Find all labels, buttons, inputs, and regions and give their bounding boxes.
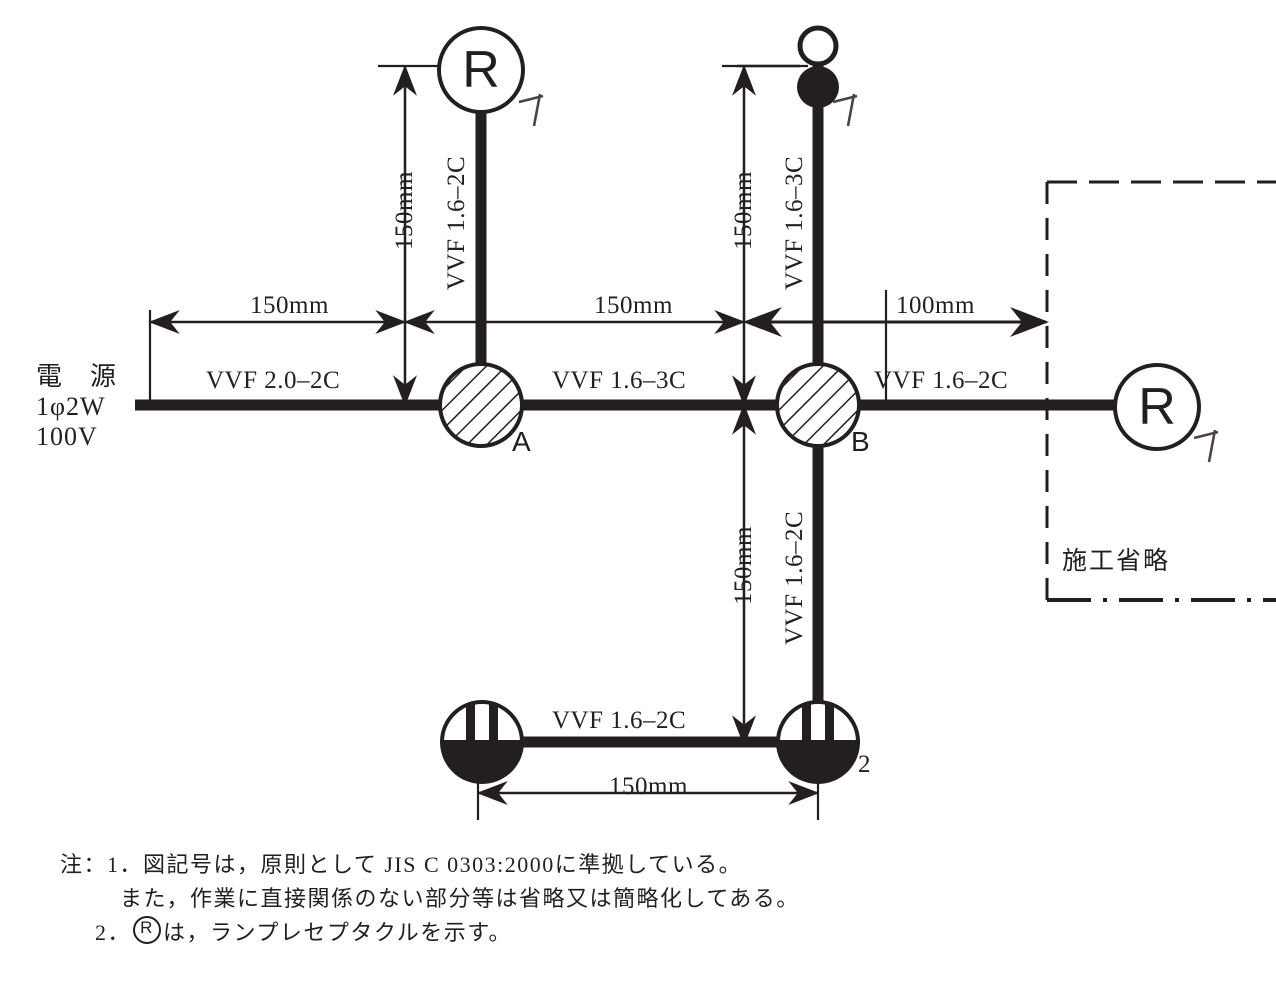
cable-label-up-left: VVF 1.6–2C bbox=[443, 155, 470, 290]
dimension-label-top-right: 100mm bbox=[896, 292, 975, 319]
cable-label-up-right: VVF 1.6–3C bbox=[781, 155, 808, 290]
omitted-area-boundary bbox=[1045, 180, 1276, 602]
dimension-label-vert-right: 150mm bbox=[730, 171, 757, 250]
dimension-label-bottom: 150mm bbox=[609, 773, 688, 800]
dimension-label-top-middle: 150mm bbox=[594, 292, 673, 319]
outlet-right-icon[interactable] bbox=[775, 700, 861, 784]
source-label-line3: 100V bbox=[36, 422, 98, 451]
omitted-area-label: 施工省略 bbox=[1062, 548, 1171, 575]
note-2-text: は，ランプレセプタクルを示す。 bbox=[163, 920, 512, 945]
outlet-left-icon[interactable] bbox=[439, 700, 525, 784]
lamp-receptacle-top-icon[interactable]: R bbox=[437, 26, 525, 114]
notes-heading: 注： bbox=[60, 852, 108, 877]
junction-box-b-label: B bbox=[851, 426, 870, 457]
dimension-label-top-left: 150mm bbox=[250, 292, 329, 319]
svg-text:R: R bbox=[1138, 378, 1176, 436]
note-1-line-1: 図記号は，原則として JIS C 0303:2000に準拠している。 bbox=[143, 852, 743, 877]
cable-label-down-right: VVF 1.6–2C bbox=[781, 510, 808, 645]
lamp-receptacle-inline-icon: R bbox=[133, 916, 162, 944]
cable-runs bbox=[135, 60, 1130, 760]
switch-top-icon[interactable] bbox=[737, 25, 839, 108]
dimension-arrows bbox=[148, 64, 1049, 805]
lamp-receptacle-right-icon[interactable]: R bbox=[1113, 363, 1201, 451]
note-item-2: 2． R は，ランプレセプタクルを示す。 bbox=[60, 916, 1220, 950]
dimension-label-vert-left: 150mm bbox=[391, 171, 418, 250]
source-label-line1: 電 源 bbox=[36, 362, 118, 391]
cable-label-main-left: VVF 2.0–2C bbox=[206, 367, 341, 394]
lamp-receptacle-inline-letter: R bbox=[140, 918, 154, 937]
cable-label-main-right: VVF 1.6–2C bbox=[874, 367, 1009, 394]
outlet-right-label: 2 bbox=[858, 751, 871, 778]
note-1-line-2: また，作業に直接関係のない部分等は省略又は簡略化してある。 bbox=[120, 886, 800, 911]
notes-block: 注： 1． 図記号は，原則として JIS C 0303:2000に準拠している。… bbox=[60, 848, 1220, 950]
note-2-marker: 2． bbox=[95, 920, 132, 945]
junction-box-b[interactable] bbox=[775, 362, 861, 448]
note-item-1: 注： 1． 図記号は，原則として JIS C 0303:2000に準拠している。 bbox=[60, 848, 1220, 882]
cable-label-main-middle: VVF 1.6–3C bbox=[552, 367, 687, 394]
cable-label-bottom: VVF 1.6–2C bbox=[552, 707, 687, 734]
junction-box-a-label: A bbox=[512, 426, 531, 457]
note-1-marker: 1． bbox=[107, 852, 144, 877]
svg-text:R: R bbox=[462, 41, 500, 99]
junction-box-a[interactable] bbox=[438, 362, 524, 448]
kana-mark-strokes bbox=[518, 93, 1219, 463]
dimension-label-vert-down: 150mm bbox=[730, 526, 757, 605]
note-item-1-continued: また，作業に直接関係のない部分等は省略又は簡略化してある。 bbox=[60, 882, 1220, 916]
source-label-line2: 1φ2W bbox=[36, 392, 106, 421]
